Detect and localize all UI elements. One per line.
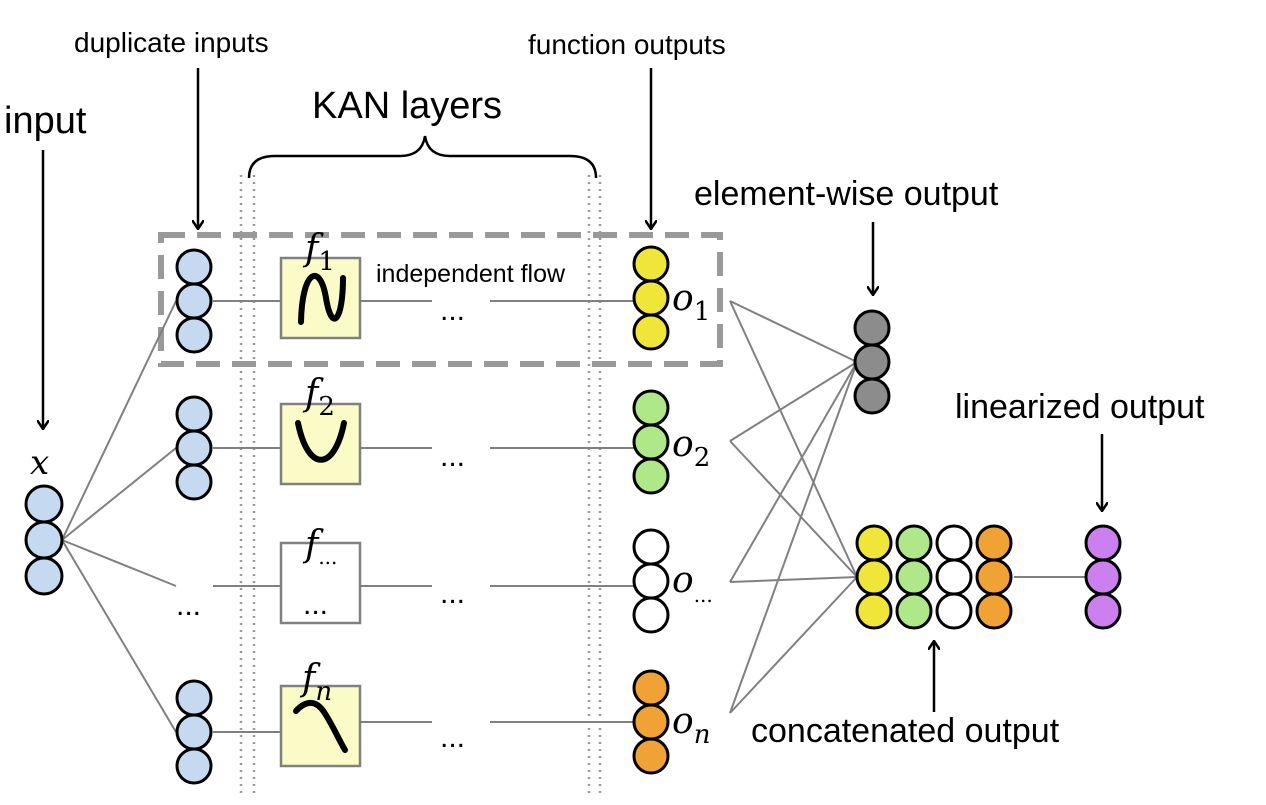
duplicate-input-ellipsis: ... — [176, 589, 201, 622]
concatenated-output-node — [855, 524, 1013, 630]
duplicate-inputs-label: duplicate inputs — [74, 27, 269, 58]
linearized-output-node — [1084, 524, 1122, 630]
function-box-2 — [279, 402, 362, 486]
input-node — [24, 484, 64, 596]
element-wise-output-node — [853, 309, 891, 415]
row3-ellipsis: ... — [440, 577, 465, 610]
function-box-1 — [279, 256, 362, 340]
kan-layers-brace — [247, 135, 598, 179]
row4-ellipsis: ... — [440, 721, 465, 754]
duplicate-input-1 — [175, 248, 213, 354]
function-box-dots — [279, 541, 362, 625]
on-symbol: on — [672, 701, 710, 750]
input-label: input — [4, 100, 87, 142]
output-node-n — [632, 669, 670, 775]
output-node-dots — [632, 528, 670, 634]
fdots-symbol: f... — [302, 524, 337, 569]
duplicate-input-2 — [175, 395, 213, 501]
function-box-n — [279, 684, 362, 768]
x-symbol: x — [30, 443, 49, 483]
linearized-output-label: linearized output — [955, 388, 1205, 426]
o1-symbol: o1 — [672, 278, 710, 327]
output-combine-wires — [729, 300, 1086, 714]
element-wise-output-label: element-wise output — [694, 175, 999, 213]
duplicate-input-n — [175, 679, 213, 785]
function-box-dots-ellipsis: ... — [303, 588, 328, 621]
independent-flow-label: independent flow — [376, 260, 566, 288]
row-wires — [213, 300, 635, 733]
output-node-2 — [632, 389, 670, 495]
row1-ellipsis: ... — [440, 294, 465, 327]
concatenated-output-label: concatenated output — [751, 712, 1060, 750]
odots-symbol: o... — [672, 560, 713, 607]
independent-flow-box — [158, 232, 723, 367]
output-node-1 — [632, 245, 670, 351]
o2-symbol: o2 — [672, 424, 710, 473]
input-fanout-wires — [61, 300, 177, 733]
row2-ellipsis: ... — [440, 440, 465, 473]
kan-layers-label: KAN layers — [312, 85, 502, 127]
function-outputs-label: function outputs — [528, 29, 726, 60]
